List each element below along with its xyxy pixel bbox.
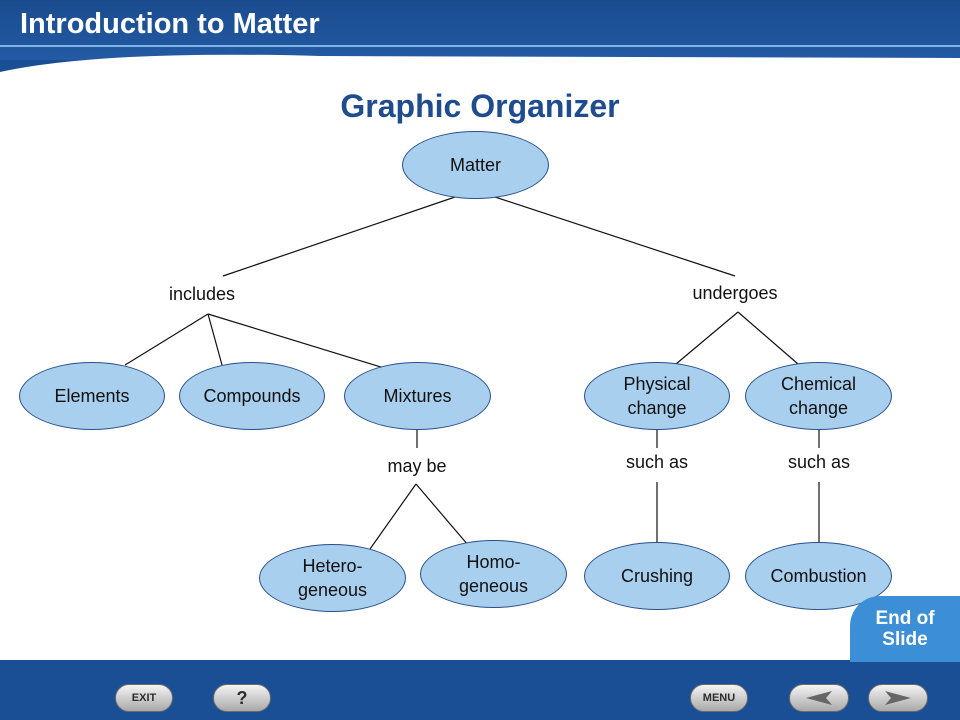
link-such-as-chemical: such as — [787, 452, 851, 472]
line-matter-undergoes — [494, 196, 736, 277]
exit-label: EXIT — [131, 692, 157, 704]
link-includes: includes — [168, 284, 236, 304]
header-rule — [0, 45, 960, 47]
line-maybe-homogeneous — [415, 483, 469, 546]
left-arrow-icon — [806, 691, 832, 705]
node-heterogeneous: Hetero- geneous — [259, 544, 406, 612]
line-maybe-heterogeneous — [369, 483, 417, 550]
node-crushing: Crushing — [584, 542, 730, 610]
slide-title: Graphic Organizer — [340, 88, 620, 124]
right-arrow-icon — [885, 691, 911, 705]
link-such-as-physical: such as — [625, 452, 689, 472]
node-homogeneous: Homo- geneous — [420, 540, 567, 608]
menu-button[interactable]: MENU — [690, 684, 748, 712]
help-label: ? — [236, 687, 248, 708]
line-undergoes-chemical — [737, 311, 799, 365]
line-includes-mixtures — [207, 313, 385, 369]
exit-button[interactable]: EXIT — [115, 684, 173, 712]
link-undergoes: undergoes — [692, 283, 778, 303]
node-elements: Elements — [19, 362, 165, 430]
back-button[interactable] — [789, 684, 849, 712]
line-includes-elements — [124, 313, 209, 366]
menu-label: MENU — [702, 692, 736, 704]
line-matter-includes — [222, 196, 456, 277]
node-compounds: Compounds — [179, 362, 325, 430]
node-matter: Matter — [402, 131, 549, 199]
node-mixtures: Mixtures — [344, 362, 491, 430]
help-button[interactable]: ? — [213, 684, 271, 712]
header-bar: Introduction to Matter — [0, 0, 960, 60]
line-includes-compounds — [207, 313, 223, 366]
line-undergoes-physical — [675, 311, 739, 365]
node-chemical-change: Chemical change — [745, 362, 892, 430]
header-title: Introduction to Matter — [20, 8, 320, 40]
node-physical-change: Physical change — [584, 362, 730, 430]
end-of-slide-badge: End of Slide — [850, 596, 960, 662]
forward-button[interactable] — [868, 684, 928, 712]
link-may-be: may be — [387, 456, 447, 476]
